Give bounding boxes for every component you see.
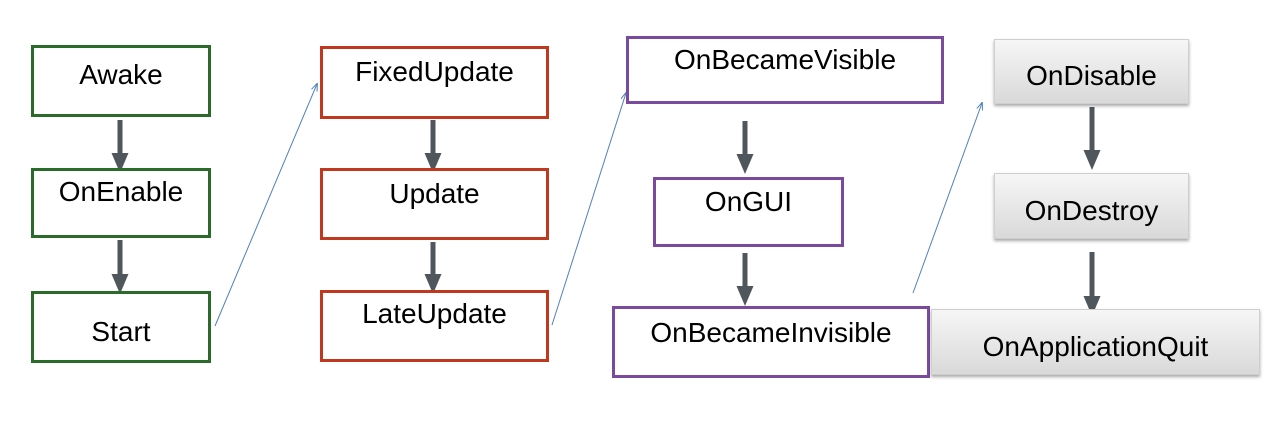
node-update-label: Update [389,178,480,209]
node-fixed-update-label: FixedUpdate [355,56,514,87]
node-on-disable: OnDisable [994,39,1189,104]
node-on-enable-label: OnEnable [58,176,184,207]
node-start-label: Start [91,316,151,347]
link-onbecameinvisible-to-ondisable [912,103,982,294]
node-late-update: LateUpdate [320,290,549,362]
node-on-gui-label: OnGUI [704,186,793,217]
node-fixed-update: FixedUpdate [320,46,549,119]
node-on-became-visible-label: OnBecameVisible [673,44,897,75]
node-on-enable: OnEnable [31,168,211,238]
node-on-destroy-label: OnDestroy [1024,195,1159,226]
node-update: Update [320,168,549,240]
node-on-became-invisible: OnBecameInvisible [612,306,930,378]
node-on-became-invisible-label: OnBecameInvisible [650,317,892,348]
node-on-gui: OnGUI [653,177,844,247]
node-late-update-label: LateUpdate [362,298,507,329]
node-on-became-visible: OnBecameVisible [626,36,944,104]
node-on-application-quit: OnApplicationQuit [931,309,1260,375]
node-start: Start [31,291,211,363]
link-start-to-fixedupdate [214,84,317,327]
node-awake-label: Awake [79,59,163,90]
node-on-disable-label: OnDisable [1026,60,1157,91]
node-awake: Awake [31,45,211,117]
node-on-application-quit-label: OnApplicationQuit [982,331,1209,362]
link-lateupdate-to-onbecamevisible [551,93,626,326]
node-on-destroy: OnDestroy [994,173,1189,239]
